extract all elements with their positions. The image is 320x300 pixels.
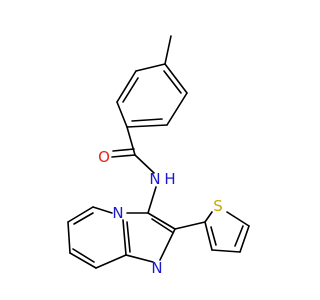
ring-bond — [69, 252, 97, 269]
ring-bond — [239, 225, 250, 253]
ring-bond — [226, 211, 250, 227]
ring-bond — [159, 228, 176, 261]
ring-inner-bond — [151, 218, 173, 233]
oxygen-label: O — [98, 148, 110, 166]
ring-bond — [122, 219, 127, 256]
imidazole-nitrogen-label: N — [151, 259, 162, 277]
ring-inner-bond — [163, 70, 182, 94]
molecule-drawing: O N H N N S — [67, 35, 250, 277]
n-c3-bond — [147, 186, 157, 214]
imidazopyridine-ring — [67, 206, 176, 269]
ring-bond — [67, 221, 71, 254]
ring-bond — [211, 249, 241, 253]
ring-inner-bond — [72, 248, 95, 263]
ring-bond — [126, 124, 168, 128]
carbonyl-double-bond — [111, 154, 136, 158]
methyl-bond — [164, 35, 172, 65]
ring-bond — [92, 206, 113, 214]
ring-bond — [67, 206, 94, 223]
ring-inner-bond — [122, 77, 139, 103]
amide-nitrogen-label: N — [149, 170, 160, 188]
carbonyl-double-bond — [112, 148, 135, 152]
bridgehead-nitrogen-label: N — [112, 204, 123, 222]
sulfur-label: S — [213, 197, 223, 215]
amide-bond — [134, 154, 155, 174]
ring-bond — [116, 101, 128, 128]
ring-inner-bond — [73, 212, 94, 225]
ring-inner-bond — [131, 118, 163, 122]
ring-bond — [164, 63, 188, 94]
thiophene-ring — [174, 211, 250, 253]
ring-bond — [95, 254, 127, 269]
ring-bond — [204, 211, 213, 223]
ring-inner-bond — [234, 225, 244, 247]
amide-hydrogen-label: H — [164, 170, 175, 188]
ring-bond — [125, 254, 154, 263]
ring-bond — [204, 221, 213, 251]
ring-inner-bond — [210, 226, 217, 246]
ring-bond — [135, 63, 166, 72]
ring-bond — [116, 70, 137, 103]
carbonyl-carbon-bond — [126, 126, 136, 156]
ring-bond — [147, 212, 176, 230]
ring-bond — [166, 92, 188, 126]
aryl-bond — [174, 221, 206, 230]
tolyl-ring — [116, 35, 188, 128]
amide-group — [111, 126, 157, 214]
ring-inner-bond — [126, 221, 131, 253]
structure-canvas: O N H N N S — [67, 35, 250, 277]
